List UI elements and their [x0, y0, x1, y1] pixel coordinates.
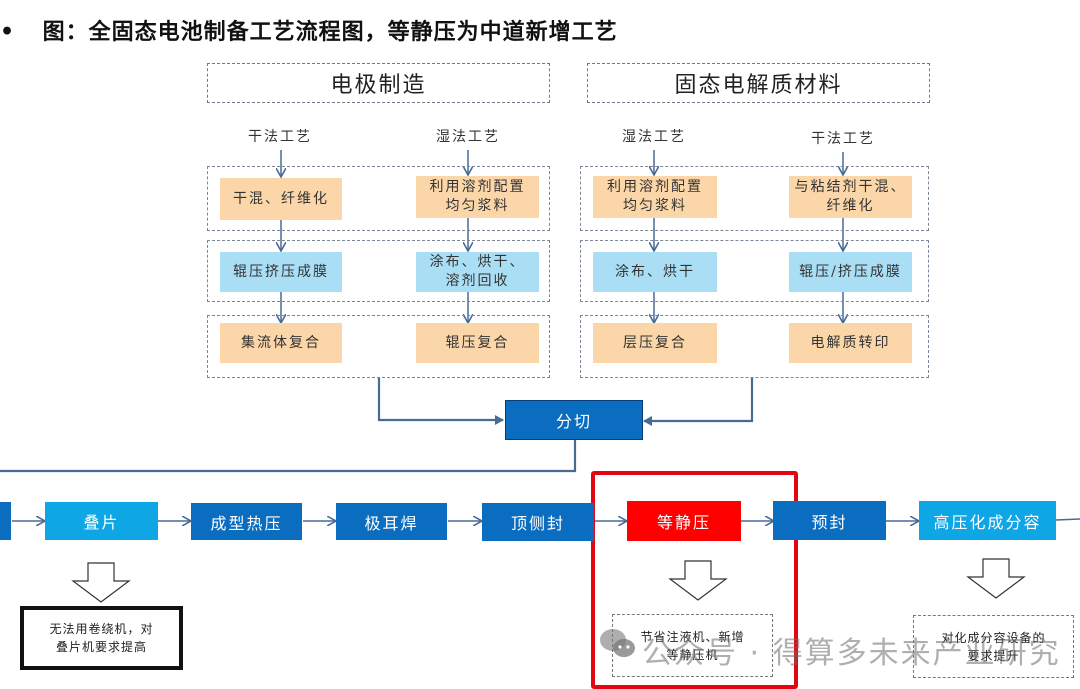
electrode-wet-step-1: 利用溶剂配置 均匀浆料 — [416, 176, 539, 218]
electrolyte-wet-step-2: 涂布、烘干 — [593, 252, 717, 292]
electrolyte-dry-step-1: 与粘结剂干混、 纤维化 — [789, 176, 912, 218]
electrolyte-wet-step-1: 利用溶剂配置 均匀浆料 — [593, 176, 717, 218]
electrolyte-wet-step-3: 层压复合 — [593, 323, 717, 363]
bullet-icon: • — [0, 19, 16, 45]
arrow-electrode-to-cut — [377, 378, 504, 425]
cutting-step: 分切 — [505, 400, 643, 440]
process-step-tab-welding: 极耳焊 — [336, 503, 447, 540]
process-step-stacking: 叠片 — [45, 502, 158, 540]
electrode-group-1 — [207, 166, 550, 231]
electrode-wet-step-2: 涂布、烘干、 溶剂回收 — [416, 252, 539, 292]
electrode-group-2 — [207, 240, 550, 302]
electrolyte-header: 固态电解质材料 — [587, 63, 930, 103]
process-step-isostatic-pressing: 等静压 — [627, 501, 741, 541]
new-process-highlight — [591, 471, 798, 689]
hollow-arrow-stacking — [71, 562, 131, 603]
electrode-dry-label: 干法工艺 — [248, 129, 312, 145]
watermark-text: 公众号 · 得算多未来产业研究 — [642, 636, 1061, 671]
arrow-chain-8 — [1055, 518, 1080, 521]
electrode-dry-step-3: 集流体复合 — [220, 323, 342, 363]
process-step-top-side-sealing: 顶侧封 — [482, 503, 594, 541]
electrolyte-group-1 — [580, 166, 929, 231]
note-isostatic: 节省注液机、新增 等静压机 — [612, 614, 773, 677]
figure-title-text: 图：全固态电池制备工艺流程图，等静压为中道新增工艺 — [42, 19, 618, 45]
electrode-wet-label: 湿法工艺 — [436, 129, 500, 145]
line-cut-to-chain — [0, 440, 577, 473]
electrode-wet-step-3: 辊压复合 — [416, 323, 539, 363]
figure-title: • 图：全固态电池制备工艺流程图，等静压为中道新增工艺 — [0, 14, 618, 46]
electrode-header: 电极制造 — [207, 63, 550, 103]
electrolyte-group-2 — [580, 240, 929, 302]
process-step-previous — [0, 502, 11, 540]
process-step-formation-grading: 高压化成分容 — [919, 501, 1056, 540]
wechat-icon — [598, 626, 638, 662]
electrolyte-dry-step-2: 辊压/挤压成膜 — [789, 252, 912, 292]
arrow-electrolyte-to-cut — [643, 378, 754, 426]
electrode-dry-step-2: 辊压挤压成膜 — [220, 252, 342, 292]
electrolyte-group-3 — [580, 315, 929, 378]
hollow-arrow-formation — [966, 558, 1026, 599]
note-formation: 对化成分容设备的 要求提升 — [913, 615, 1074, 678]
note-stacking: 无法用卷绕机，对 叠片机要求提高 — [20, 606, 183, 670]
electrolyte-wet-label: 湿法工艺 — [622, 129, 686, 145]
process-step-pre-sealing: 预封 — [773, 501, 886, 540]
process-step-hot-pressing: 成型热压 — [191, 503, 302, 540]
electrode-group-3 — [207, 315, 550, 378]
electrolyte-dry-step-3: 电解质转印 — [789, 323, 912, 363]
electrolyte-dry-label: 干法工艺 — [811, 131, 875, 147]
electrode-dry-step-1: 干混、纤维化 — [220, 178, 342, 220]
